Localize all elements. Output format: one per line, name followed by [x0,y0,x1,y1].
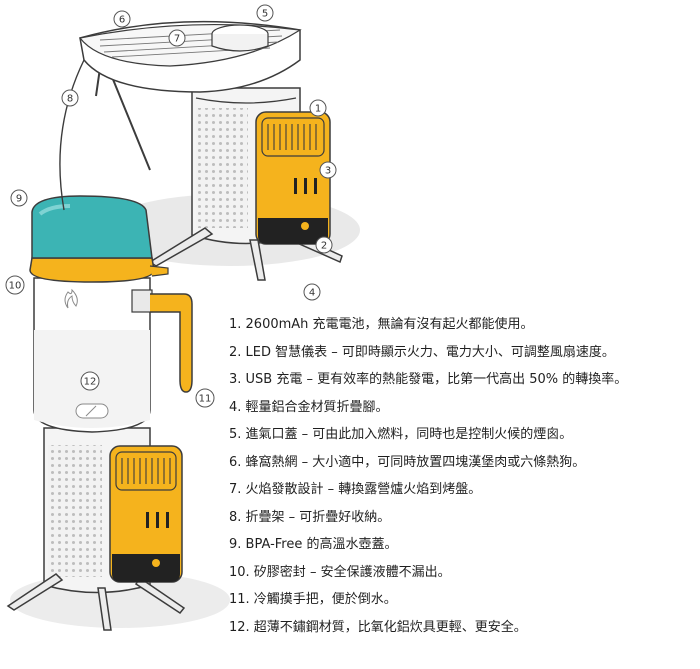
callout-2: 2 [315,236,333,254]
svg-text:4: 4 [309,288,315,299]
callout-10: 10 [5,275,25,295]
grill-tray [78,20,302,93]
callout-8: 8 [61,89,79,107]
svg-text:7: 7 [174,34,180,45]
svg-text:11: 11 [199,394,212,405]
svg-text:6: 6 [119,15,125,26]
power-module-top [255,111,331,245]
svg-text:12: 12 [84,377,97,388]
svg-text:10: 10 [9,281,22,292]
callout-1: 1 [309,99,327,117]
silicone-seal [29,257,169,283]
power-module-bottom [109,445,183,583]
svg-text:9: 9 [16,194,22,205]
feature-item-5: 5. 進氣口蓋 – 可由此加入燃料，同時也是控制火候的煙囪。 [229,427,573,442]
bpa-free-lid [31,195,153,259]
feature-item-9: 9. BPA-Free 的高溫水壺蓋。 [229,537,398,552]
callout-7: 7 [168,29,186,47]
feature-item-8: 8. 折疊架 – 可折疊好收納。 [229,509,391,525]
feature-item-12: 12. 超薄不鏽鋼材質，比氧化鋁炊具更輕、更安全。 [229,619,527,635]
feature-item-2: 2. LED 智慧儀表 – 可即時顯示火力、電力大小、可調整風扇速度。 [229,344,615,360]
flame-logo-icon [64,288,78,309]
feature-item-11: 11. 冷觸摸手把，便於倒水。 [229,592,397,607]
svg-text:2: 2 [321,241,327,252]
callout-9: 9 [10,189,28,207]
callout-11: 11 [195,388,215,408]
feature-item-10: 10. 矽膠密封 – 安全保護液體不漏出。 [229,564,451,580]
feature-item-1: 1. 2600mAh 充電電池，無論有沒有起火都能使用。 [229,317,534,332]
stove-legs-bottom [6,573,186,631]
feature-item-6: 6. 蜂窩熱網 – 大小適中，可同時放置四塊漢堡肉或六條熱狗。 [229,454,586,470]
pot-handle [131,289,193,393]
feature-item-7: 7. 火焰發散設計 – 轉換露營爐火焰到烤盤。 [229,482,482,497]
callout-5: 5 [256,4,274,22]
svg-text:5: 5 [262,9,268,20]
feature-item-3: 3. USB 充電 – 更有效率的熱能發電，比第一代高出 50% 的轉換率。 [229,372,628,387]
rack-wire [59,59,85,211]
feature-item-4: 4. 輕量鋁合金材質折疊腳。 [229,399,389,415]
feature-list: 1. 2600mAh 充電電池，無論有沒有起火都能使用。 2. LED 智慧儀表… [229,316,627,646]
callout-3: 3 [319,161,337,179]
svg-text:1: 1 [315,104,321,115]
callout-4: 4 [303,283,321,301]
svg-text:3: 3 [325,166,331,177]
svg-text:8: 8 [67,94,73,105]
callout-12: 12 [80,371,100,391]
callout-6: 6 [113,10,131,28]
